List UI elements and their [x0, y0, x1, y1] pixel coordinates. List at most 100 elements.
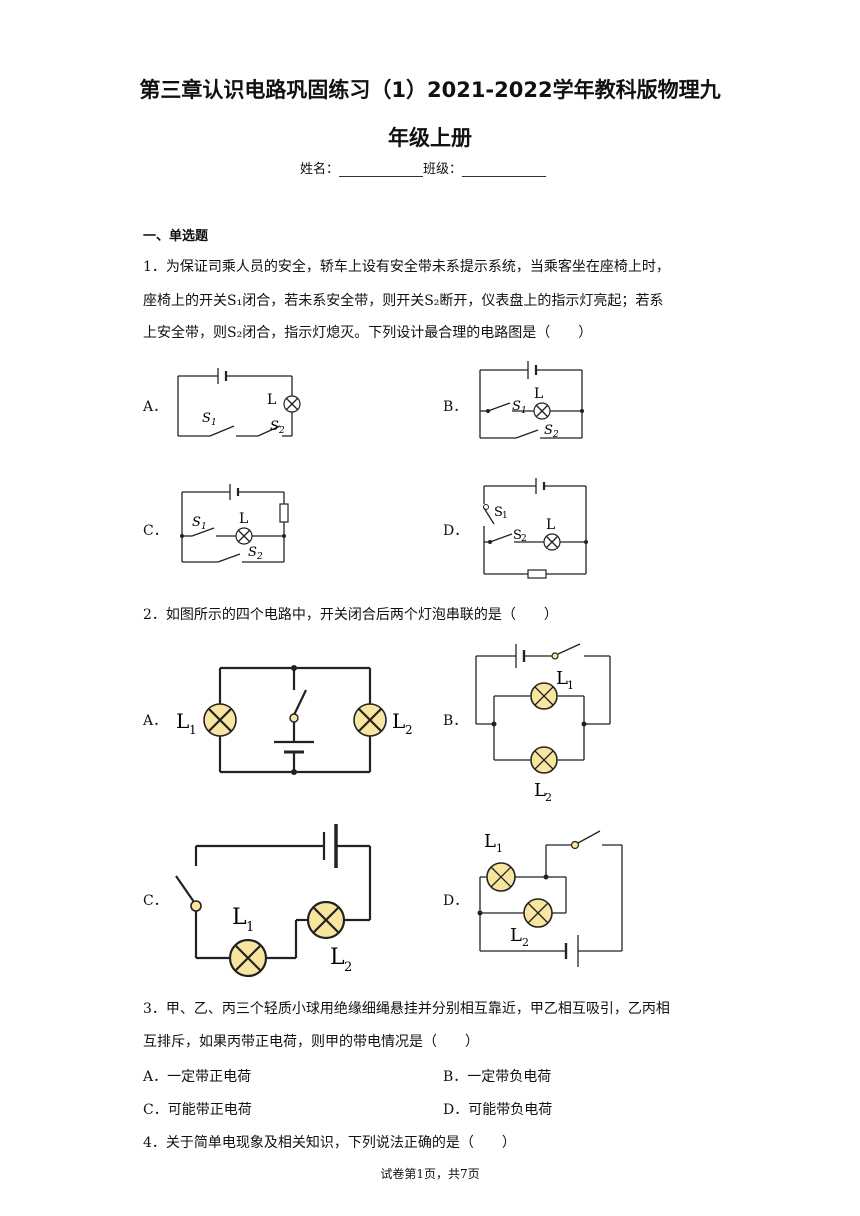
resistor-icon [279, 503, 289, 523]
l2-label: L [510, 925, 522, 946]
switch-icon [577, 830, 601, 844]
switch-s1-icon [191, 527, 215, 537]
q1-option-d-label: D． [443, 523, 469, 539]
switch-s2-icon [515, 429, 539, 439]
q2-circuit-d: L 1 L 2 [477, 830, 623, 967]
s1-label: S [202, 411, 211, 426]
q1-option-c-label: C． [143, 523, 168, 539]
lamp-label: L [534, 386, 543, 402]
l1-label: L [484, 831, 496, 852]
q1-option-b-label: B． [443, 399, 468, 415]
l1-sub: 1 [496, 842, 503, 855]
q2-circuit-a: L 1 L 2 [176, 665, 413, 775]
switch-icon [293, 689, 307, 716]
name-label: 姓名： [300, 162, 340, 177]
s2-label: S [513, 528, 522, 543]
q3-option-a: A．一定带正电荷 [143, 1069, 252, 1085]
battery-icon [480, 361, 582, 379]
lamp-l2-icon [523, 898, 553, 928]
s1-label: S [192, 515, 201, 530]
q2-circuit-b: L 1 L 2 [475, 643, 611, 804]
q4-text: 4．关于简单电现象及相关知识，下列说法正确的是（ ） [143, 1135, 516, 1151]
battery-icon [484, 478, 586, 494]
q1-line3: 上安全带，则S₂闭合，指示灯熄灭。下列设计最合理的电路图是（ ） [143, 325, 593, 341]
class-blank [462, 163, 547, 177]
l1-sub: 1 [189, 723, 197, 737]
q2-option-c-label: C． [143, 893, 168, 909]
switch-s1-icon [209, 425, 235, 437]
l1-label: L [232, 905, 247, 930]
battery-icon [274, 740, 314, 754]
l1-sub: 1 [246, 920, 254, 935]
switch-s2-icon [217, 553, 241, 563]
lamp-l2-icon [530, 746, 558, 774]
lamp-icon [543, 533, 561, 551]
switch-s1-icon [483, 507, 495, 525]
lamp-label: L [267, 392, 276, 408]
lamp-l1-icon [203, 703, 237, 737]
l2-sub: 2 [405, 723, 413, 737]
l2-sub: 2 [545, 791, 552, 804]
q3-line1: 3．甲、乙、丙三个轻质小球用绝缘细绳悬挂并分别相互靠近，甲乙相互吸引，乙丙相 [143, 1001, 670, 1017]
page-title-line1: 第三章认识电路巩固练习（1）2021-2022学年教科版物理九 [139, 78, 721, 102]
l1-label: L [556, 668, 568, 689]
battery-icon [196, 824, 370, 868]
lamp-label: L [239, 511, 248, 527]
s2-label: S [544, 423, 553, 438]
battery-icon [476, 644, 552, 668]
battery-icon [182, 484, 284, 500]
q1-circuit-a: L S 1 S 2 [177, 368, 301, 437]
l2-label: L [392, 709, 405, 733]
lamp-icon [283, 395, 301, 413]
lamp-l2-icon [353, 703, 387, 737]
name-blank [339, 163, 424, 177]
q2-option-a-label: A． [143, 713, 168, 729]
switch-icon [557, 643, 581, 655]
s1-sub: 1 [521, 406, 527, 416]
resistor-icon [527, 569, 547, 579]
q2-circuit-c: L 1 L 2 [175, 824, 372, 978]
q1-circuit-c: L S 1 S 2 [180, 484, 289, 563]
page-title-line2: 年级上册 [388, 126, 472, 150]
class-label: 班级： [423, 162, 463, 177]
s1-sub: 1 [211, 418, 217, 428]
switch-s2-icon [489, 533, 513, 543]
s1-sub: 1 [502, 511, 508, 521]
q3-option-b: B．一定带负电荷 [443, 1069, 552, 1085]
lamp-l2-icon [306, 900, 346, 940]
s2-sub: 2 [521, 534, 527, 544]
lamp-icon [533, 402, 551, 420]
battery-icon [178, 368, 292, 384]
l2-sub: 2 [344, 960, 352, 975]
lamp-l1-icon [530, 682, 558, 710]
q1-circuit-d: L S 1 S 2 [483, 478, 588, 579]
lamp-label: L [546, 517, 555, 533]
s1-label: S [494, 505, 503, 520]
battery-icon [480, 935, 622, 967]
lamp-icon [235, 527, 253, 545]
q2-option-d-label: D． [443, 893, 469, 909]
q3-option-d: D．可能带负电荷 [443, 1102, 553, 1118]
q3-option-c: C．可能带正电荷 [143, 1102, 252, 1118]
s1-sub: 1 [201, 522, 207, 532]
q1-line2: 座椅上的开关S₁闭合，若未系安全带，则开关S₂断开，仪表盘上的指示灯亮起；若系 [143, 293, 664, 309]
section-heading: 一、单选题 [143, 229, 209, 244]
q2-option-b-label: B． [443, 713, 468, 729]
s2-sub: 2 [552, 430, 559, 440]
switch-icon [175, 875, 195, 903]
l1-label: L [176, 709, 189, 733]
switch-s2-icon [257, 425, 281, 437]
l2-sub: 2 [522, 936, 529, 949]
l2-label: L [330, 945, 345, 970]
s2-sub: 2 [256, 552, 263, 562]
q1-line1: 1．为保证司乘人员的安全，轿车上设有安全带未系提示系统，当乘客坐在座椅上时， [143, 259, 670, 275]
switch-s1-icon [487, 402, 511, 412]
student-info: 姓名： 班级： [300, 158, 547, 177]
s2-label: S [248, 545, 257, 560]
s2-label: S [270, 419, 279, 434]
page-footer: 试卷第1页，共7页 [380, 1167, 480, 1181]
l1-sub: 1 [567, 679, 574, 692]
lamp-l1-icon [228, 938, 268, 978]
q3-line2: 互排斥，如果丙带正电荷，则甲的带电情况是（ ） [143, 1034, 479, 1050]
s2-sub: 2 [278, 426, 285, 436]
